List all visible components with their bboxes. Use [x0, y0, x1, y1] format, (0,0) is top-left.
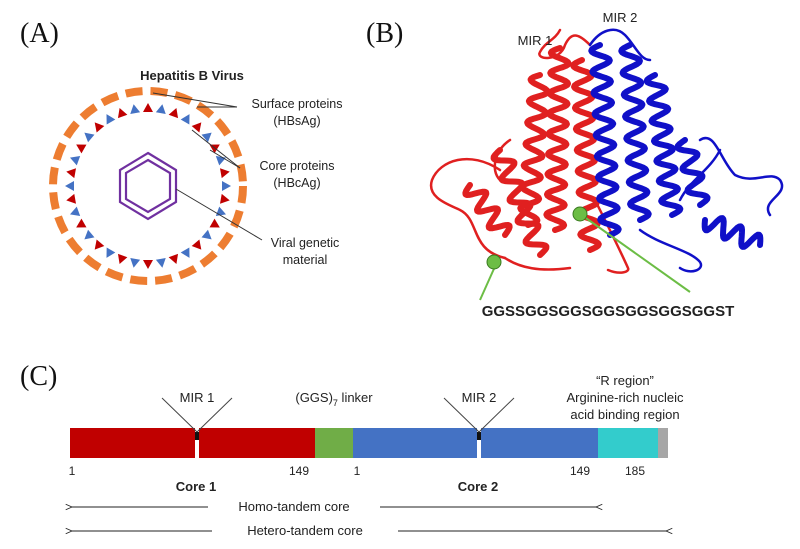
surface-protein-ring	[49, 87, 247, 285]
r-region-segment	[598, 428, 658, 458]
mir2-insert-mark	[477, 432, 481, 440]
hbsag-label: (HBsAg)	[273, 114, 320, 128]
core-protein-triangle	[94, 239, 105, 250]
core-protein-triangle	[106, 247, 116, 258]
core-protein-triangle	[201, 132, 212, 143]
hbcag-label: (HBcAg)	[273, 176, 320, 190]
core1-label: Core 1	[176, 479, 216, 494]
alpha-helix	[643, 72, 684, 218]
core-protein-triangle	[117, 108, 128, 119]
linker-label: (GGS)7 linker	[295, 390, 373, 408]
mir2-structure-label: MIR 2	[603, 10, 638, 25]
genetic-material-label-2: material	[283, 253, 327, 267]
core-protein-triangle	[219, 193, 230, 204]
virus-title: Hepatitis B Virus	[140, 68, 244, 83]
tick-1-core2: 1	[354, 464, 361, 478]
core2-segment-b	[481, 428, 598, 458]
panel-label-b: (B)	[366, 18, 403, 49]
core-protein-ring	[65, 103, 231, 269]
core-protein-triangle	[168, 108, 179, 119]
core1-segment-a	[70, 428, 195, 458]
core-protein-triangle	[76, 218, 87, 228]
homo-tandem-label: Homo-tandem core	[238, 499, 349, 514]
core-protein-triangle	[191, 239, 202, 250]
core-protein-triangle	[66, 168, 77, 179]
surface-proteins-label: Surface proteins	[251, 97, 342, 111]
core-protein-triangle	[168, 253, 179, 264]
panel-label-c: (C)	[20, 361, 57, 392]
virus-diagram: Hepatitis B Virus Surface proteins (HBsA…	[49, 68, 343, 285]
tick-149-core1: 149	[289, 464, 309, 478]
linker-dot-left	[486, 254, 502, 270]
core-protein-triangle	[143, 103, 153, 112]
alpha-helix	[490, 147, 550, 258]
hetero-tandem-label: Hetero-tandem core	[247, 523, 363, 538]
r-region-desc-2: acid binding region	[570, 407, 679, 422]
genetic-material-label: Viral genetic	[271, 236, 340, 250]
mir1-insert-mark	[195, 432, 199, 440]
core-protein-triangle	[94, 122, 105, 133]
tick-1-core1: 1	[69, 464, 76, 478]
mir1-construct-label: MIR 1	[180, 390, 215, 405]
core-protein-triangle	[222, 181, 231, 191]
linker-dot-right	[572, 206, 588, 222]
red-helices	[462, 45, 602, 258]
c-terminal-segment	[658, 428, 668, 458]
core-protein-triangle	[201, 229, 212, 240]
alpha-helix	[701, 215, 764, 250]
mir1-structure-label: MIR 1	[518, 33, 553, 48]
core-protein-triangle	[84, 229, 95, 240]
core-protein-triangle	[180, 247, 190, 258]
core-protein-triangle	[219, 168, 230, 179]
linker-sequence: GGSSGGSGGSGGSGGSGGSGGST	[482, 303, 735, 320]
alpha-helix	[517, 72, 551, 228]
linker-segment	[315, 428, 353, 458]
core2-label: Core 2	[458, 479, 498, 494]
leader-lines	[152, 92, 263, 241]
alpha-helix	[570, 57, 602, 253]
core-protein-triangle	[66, 193, 77, 204]
core1-segment-b	[199, 428, 315, 458]
core-protein-triangle	[84, 132, 95, 143]
r-region-desc-1: Arginine-rich nucleic	[566, 390, 684, 405]
core-protein-triangle	[106, 114, 116, 125]
core-protein-triangle	[191, 122, 202, 133]
core-protein-triangle	[215, 206, 226, 217]
core-protein-triangle	[143, 260, 153, 269]
core-protein-triangle	[117, 253, 128, 264]
alpha-helix	[462, 182, 513, 238]
panel-label-a: (A)	[20, 18, 59, 49]
protein-structure: GGSSGGSGGSGGSGGSGGSGGST MIR 1 MIR 2	[429, 10, 784, 320]
genetic-material-hexagon-outer	[118, 151, 178, 221]
alpha-helix	[588, 42, 622, 238]
mir2-construct-label: MIR 2	[462, 390, 497, 405]
construct-diagram: MIR 1 MIR 2 (GGS)7 linker “R region” Arg…	[69, 373, 684, 538]
genetic-material-hexagon-inner	[124, 158, 172, 214]
core-protein-triangle	[209, 218, 220, 228]
core-protein-triangle	[155, 104, 166, 115]
mir-callouts	[161, 397, 515, 433]
core-protein-triangle	[155, 257, 166, 268]
alpha-helix	[618, 42, 652, 223]
core-proteins-label: Core proteins	[259, 159, 334, 173]
core-protein-triangle	[70, 155, 81, 166]
core-protein-triangle	[76, 144, 87, 154]
core2-segment-a	[353, 428, 477, 458]
core-protein-triangle	[70, 206, 81, 217]
tick-185: 185	[625, 464, 645, 478]
linker-line-right	[582, 215, 691, 293]
alpha-helix	[674, 137, 711, 208]
r-region-title: “R region”	[596, 373, 654, 388]
alpha-helix	[543, 45, 572, 233]
blue-helices	[588, 42, 764, 250]
tick-149-core2: 149	[570, 464, 590, 478]
core-protein-triangle	[180, 114, 190, 125]
core-protein-triangle	[130, 104, 141, 115]
core-protein-triangle	[209, 144, 220, 154]
core-protein-triangle	[65, 181, 74, 191]
core-protein-triangle	[130, 257, 141, 268]
